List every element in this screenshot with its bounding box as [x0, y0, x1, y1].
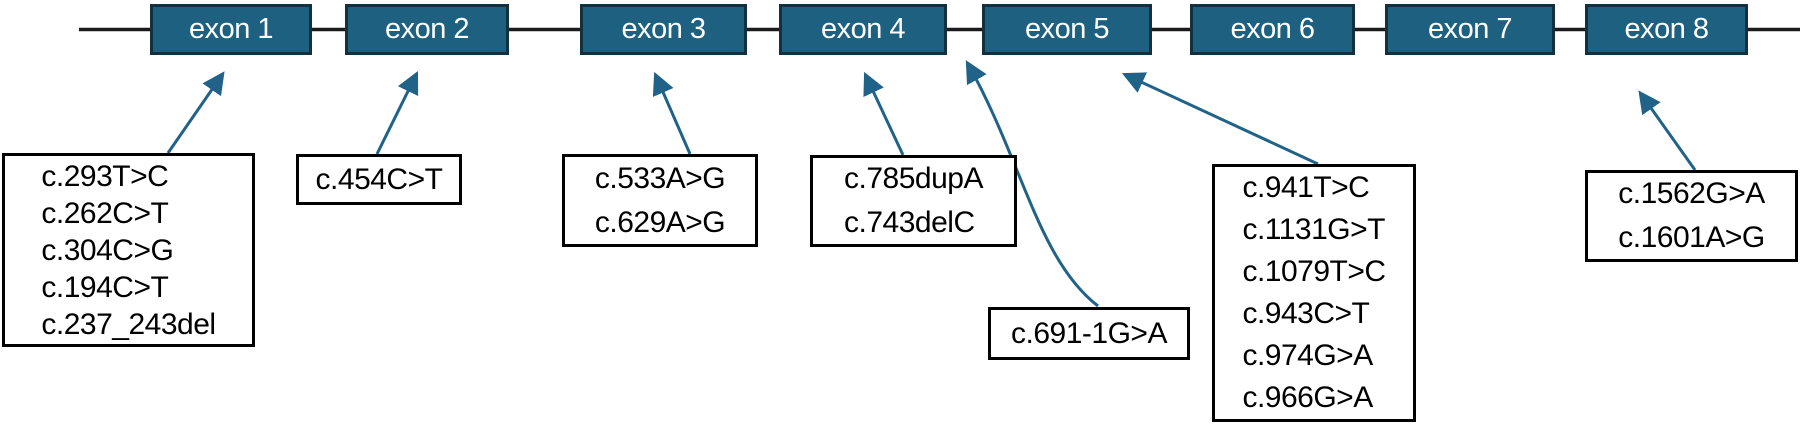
mutation-label: c.454C>T	[315, 162, 443, 196]
curved-arrow-to-exon4-exon5-junction	[965, 60, 1099, 308]
exon-box-5: exon 5	[982, 4, 1152, 55]
exon-box-7: exon 7	[1385, 4, 1555, 55]
mutation-label: c.262C>T	[41, 196, 169, 230]
arrow-to-exon-4	[863, 71, 905, 156]
exon-box-3: exon 3	[580, 4, 747, 55]
mutation-label: c.194C>T	[41, 270, 169, 304]
mutation-list: c.785dupA c.743delC	[844, 157, 983, 245]
exon-box-1: exon 1	[150, 4, 312, 55]
exon-box-8: exon 8	[1585, 4, 1748, 55]
arrow-to-exon-2	[375, 70, 419, 155]
exon-label: exon 6	[1230, 13, 1315, 45]
mutation-box-exon-2: c.454C>T	[296, 154, 462, 205]
mutation-box-exon-4: c.785dupA c.743delC	[810, 155, 1017, 247]
mutation-box-exon-8: c.1562G>A c.1601A>G	[1585, 170, 1798, 262]
exon-box-2: exon 2	[345, 4, 509, 55]
mutation-label: c.304C>G	[41, 233, 174, 267]
arrow-to-exon-1	[166, 71, 225, 154]
exon-label: exon 7	[1427, 13, 1513, 45]
mutation-box-exon-1: c.293T>C c.262C>T c.304C>G c.194C>T c.23…	[2, 153, 255, 347]
mutation-list: c.691-1G>A	[1011, 317, 1167, 351]
mutation-label: c.237_243del	[41, 307, 216, 341]
exon-box-4: exon 4	[779, 4, 947, 55]
exon-label: exon 4	[820, 13, 906, 45]
mutation-label: c.1131G>T	[1242, 213, 1385, 246]
mutation-label: c.966G>A	[1242, 381, 1373, 414]
mutation-label: c.941T>C	[1242, 171, 1370, 204]
exon-label: exon 2	[384, 13, 470, 45]
mutation-label: c.1562G>A	[1618, 177, 1765, 210]
exon-label: exon 5	[1024, 13, 1110, 45]
mutation-label: c.785dupA	[844, 162, 983, 195]
mutation-list: c.1562G>A c.1601A>G	[1618, 172, 1765, 260]
mutation-label: c.943C>T	[1242, 297, 1370, 330]
exon-label: exon 8	[1624, 13, 1709, 45]
exon-label: exon 1	[188, 13, 274, 45]
exon-label: exon 3	[621, 13, 706, 45]
mutation-label: c.1601A>G	[1618, 221, 1765, 254]
mutation-box-exon-3: c.533A>G c.629A>G	[562, 154, 758, 247]
arrow-to-exon-5	[1121, 72, 1319, 166]
arrow-to-exon-8	[1638, 90, 1697, 171]
mutation-list: c.941T>C c.1131G>T c.1079T>C c.943C>T c.…	[1242, 167, 1386, 419]
mutation-label: c.1079T>C	[1242, 255, 1386, 288]
mutation-list: c.533A>G c.629A>G	[594, 157, 726, 245]
mutation-list: c.454C>T	[316, 163, 443, 197]
mutation-list: c.293T>C c.262C>T c.304C>G c.194C>T c.23…	[41, 158, 216, 343]
arrow-to-exon-3	[652, 71, 692, 155]
mutation-label: c.293T>C	[41, 159, 169, 193]
mutation-box-exon-5-6: c.941T>C c.1131G>T c.1079T>C c.943C>T c.…	[1212, 164, 1416, 422]
mutation-label: c.974G>A	[1242, 339, 1373, 372]
mutation-label: c.629A>G	[594, 205, 726, 239]
mutation-label: c.743delC	[844, 206, 975, 239]
mutation-label: c.533A>G	[594, 161, 726, 195]
exon-box-6: exon 6	[1190, 4, 1355, 55]
mutation-box-splice-site: c.691-1G>A	[988, 307, 1190, 360]
mutation-label: c.691-1G>A	[1011, 316, 1167, 350]
